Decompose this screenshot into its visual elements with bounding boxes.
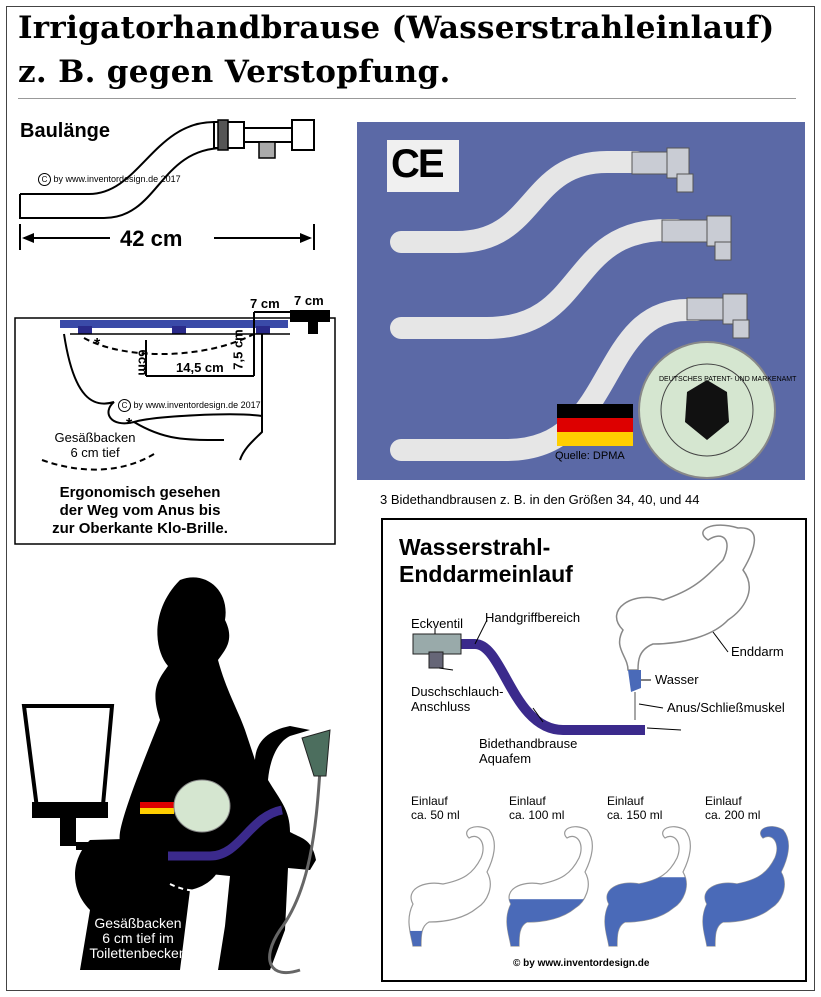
enema-copyright: © by www.inventordesign.de [513, 958, 650, 969]
water-fill [506, 899, 593, 946]
colon-outline [615, 524, 756, 671]
title-line-2: z. B. gegen Verstopfung. [18, 54, 451, 90]
toilet-copyright-text: by www.inventordesign.de 2017 [133, 400, 261, 410]
woman-silhouette [119, 577, 316, 970]
label-dusch-line1: Duschschlauch- [411, 684, 504, 699]
baulaenge-copyright-text: by www.inventordesign.de 2017 [53, 174, 181, 184]
product-photo: CE Quelle: DPMA DEUTSCHES PATENT- UND MA… [357, 122, 805, 480]
einlauf-label: Einlauf [607, 794, 644, 808]
einlauf-amount: ca. 50 ml [411, 808, 460, 822]
enema-infographic: Wasserstrahl- Enddarmeinlauf Eckventil H… [381, 518, 807, 982]
title-divider [18, 98, 796, 99]
einlauf-colon [702, 826, 789, 947]
water-fill [604, 877, 691, 946]
einlauf-amount: ca. 200 ml [705, 808, 761, 822]
label-bidet-line2: Aquafem [479, 751, 532, 766]
photo-source: Quelle: DPMA [555, 450, 625, 462]
silhouette-label-line2: 6 cm tief im [102, 930, 174, 946]
silhouette-label: Gesäßbacken 6 cm tief im Toilettenbecken [82, 916, 194, 961]
label-wasser: Wasser [655, 672, 699, 687]
enema-main-diagram [412, 524, 756, 735]
water-fill [408, 930, 495, 946]
ce-mark: CE [391, 142, 445, 186]
ergo-line3: zur Oberkante Klo-Brille. [52, 520, 228, 537]
tube-outline-inner [20, 120, 215, 195]
buttocks-label-line2: 6 cm tief [70, 445, 120, 460]
toilet-diagram [14, 310, 336, 545]
silhouette-label-line3: Toilettenbecken [89, 945, 187, 961]
label-enddarm: Enddarm [731, 644, 784, 659]
valve-2 [661, 215, 732, 261]
baulaenge-diagram [19, 119, 315, 250]
baulaenge-dimension: 42 cm [120, 226, 183, 251]
product-photo-art [387, 140, 776, 479]
einlauf-colon [408, 826, 495, 947]
bidet-hose [459, 639, 645, 735]
einlauf-label: Einlauf [509, 794, 546, 808]
dim-top-right: 7 cm [294, 293, 324, 308]
valve-1 [631, 147, 694, 193]
title-line-1: Irrigatorhandbrause (Wasserstrahleinlauf… [18, 10, 775, 46]
einlauf-amount: ca. 150 ml [607, 808, 663, 822]
label-bidet-line1: Bidethandbrause [479, 736, 578, 751]
page-frame [6, 6, 815, 991]
label-dusch-line2: Anschluss [411, 699, 471, 714]
asterisk-top: * [94, 336, 101, 353]
einlauf-colon [604, 826, 691, 947]
ergonomic-note: Ergonomisch gesehen der Weg vom Anus bis… [36, 484, 244, 538]
einlauf-label: Einlauf [705, 794, 742, 808]
einlauf-colon [506, 826, 593, 947]
buttocks-label: Gesäßbacken 6 cm tief [45, 430, 145, 460]
photo-caption: 3 Bidethandbrausen z. B. in den Größen 3… [380, 492, 700, 507]
toilet-copyright: C by www.inventordesign.de 2017 [118, 399, 261, 412]
copyright-icon: C [38, 173, 51, 186]
label-handgriff: Handgriffbereich [485, 610, 581, 625]
label-eckventil: Eckventil [411, 616, 464, 631]
dim-vertical-right: 7,5 cm [230, 329, 246, 370]
dim-top-left: 7 cm [250, 296, 280, 311]
label-duschschlauch: Duschschlauch- Anschluss [411, 684, 504, 714]
tube-outline [19, 147, 225, 219]
dim-horizontal: 14,5 cm [176, 360, 224, 375]
ergo-line2: der Weg vom Anus bis [59, 502, 221, 519]
dim-vertical-left: 6cm [135, 349, 151, 376]
enema-title: Wasserstrahl- Enddarmeinlauf [399, 534, 573, 588]
copyright-icon: C [118, 399, 131, 412]
label-bidethandbrause: Bidethandbrause Aquafem [479, 736, 577, 766]
seal-text: DEUTSCHES PATENT- UND MARKENAMT [659, 376, 797, 383]
valve-3 [686, 293, 750, 339]
baulaenge-copyright: C by www.inventordesign.de 2017 [38, 173, 181, 186]
einlauf-label: Einlauf [411, 794, 448, 808]
enema-title-line1: Wasserstrahl- [399, 534, 551, 560]
label-anus: Anus/Schließmuskel [667, 700, 785, 715]
buttocks-label-line1: Gesäßbacken [54, 430, 136, 445]
ergo-line1: Ergonomisch gesehen [59, 484, 221, 501]
asterisk-bottom: * [126, 416, 133, 433]
einlauf-amount: ca. 100 ml [509, 808, 565, 822]
enema-title-line2: Enddarmeinlauf [399, 561, 573, 587]
silhouette-label-line1: Gesäßbacken [94, 915, 182, 931]
baulaenge-label: Baulänge [20, 120, 111, 142]
toilet-silhouette [21, 577, 331, 975]
